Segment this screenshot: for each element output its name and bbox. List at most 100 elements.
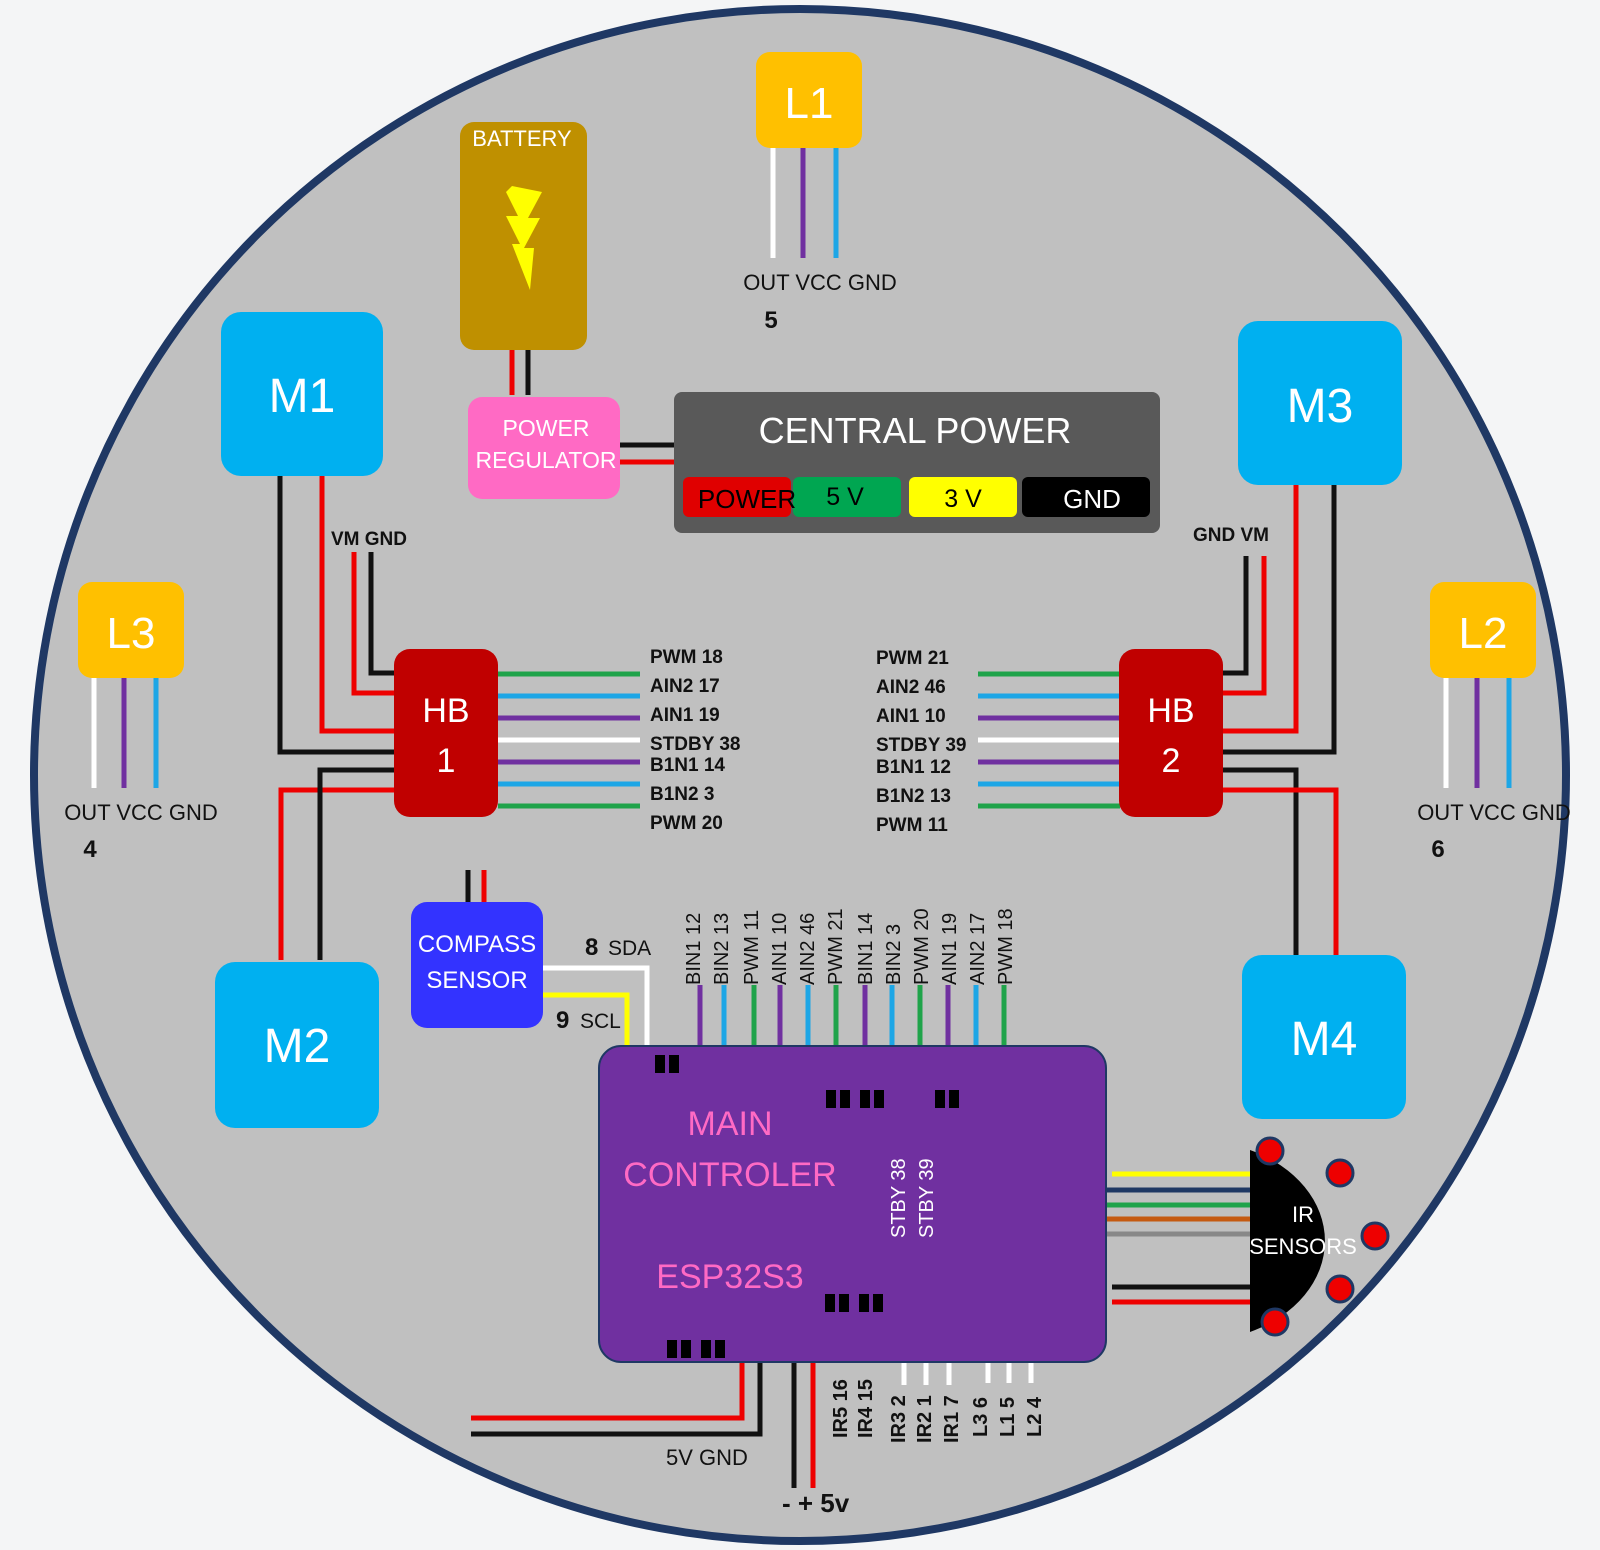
power-regulator-label-1: POWER xyxy=(503,415,590,441)
hbridge-1-pin: PWM 18 xyxy=(650,647,723,668)
ir-sensors: IR SENSORS xyxy=(1249,1136,1390,1337)
hbridge-1-pin: AIN1 19 xyxy=(650,705,720,726)
controller-bottom-pin: L2 4 xyxy=(1024,1396,1046,1437)
line-sensor-l1-label: L1 xyxy=(785,79,834,128)
controller-bottom-pin: IR2 1 xyxy=(914,1395,936,1443)
battery: BATTERY xyxy=(460,122,587,350)
hbridge-1-pin: STDBY 38 xyxy=(650,734,740,755)
main-controller: MAIN CONTROLER ESP32S3 STBY 38 STBY 39 xyxy=(598,1045,1107,1363)
hbridge-1-pin: B1N2 3 xyxy=(650,784,714,805)
controller-top-pin: AIN1 19 xyxy=(939,913,961,985)
rail-gnd-label: GND xyxy=(1063,484,1121,514)
rail-3v xyxy=(909,477,1017,517)
controller-power-left-label: 5V GND xyxy=(666,1445,748,1470)
controller-top-pin: PWM 21 xyxy=(825,908,847,985)
controller-label-1: MAIN xyxy=(688,1105,773,1143)
controller-power-bottom-label: - + 5v xyxy=(782,1488,850,1518)
compass-scl-number: 9 xyxy=(556,1007,569,1034)
line-sensor-l1: L1 OUT VCC GND 5 xyxy=(743,52,897,334)
rail-5v xyxy=(793,477,901,517)
hbridge-2: GND VM HB 2 PWM 21 AIN2 46 AIN1 10 STDBY… xyxy=(876,525,1269,836)
line-sensor-l2-pins: OUT VCC GND xyxy=(1417,800,1571,825)
controller-stby-pin: STBY 38 xyxy=(888,1158,910,1238)
hbridge-2-pin: PWM 11 xyxy=(876,815,948,836)
line-sensor-l3-number: 4 xyxy=(83,836,97,863)
line-sensor-l2: L2 OUT VCC GND 6 xyxy=(1417,582,1571,863)
lightning-icon xyxy=(506,186,542,290)
controller-top-pin: BIN1 12 xyxy=(683,913,705,985)
hbridge-2-power-labels: GND VM xyxy=(1193,525,1269,546)
header-pins xyxy=(655,1055,959,1358)
hbridge-2-label-1: HB xyxy=(1147,692,1194,730)
hbridge-1-label-2: 1 xyxy=(437,742,456,780)
controller-top-pin-labels: BIN1 12 BIN2 13 PWM 11 AIN1 10 AIN2 46 P… xyxy=(683,908,1017,985)
line-sensor-l1-pins: OUT VCC GND xyxy=(743,270,897,295)
compass-sensor: COMPASS SENSOR 8 SDA 9 SCL xyxy=(411,902,651,1034)
controller-top-pin: BIN1 14 xyxy=(855,913,877,985)
rail-5v-label: 5 V xyxy=(826,483,864,511)
compass-label-2: SENSOR xyxy=(426,967,527,994)
rail-power-label: POWER xyxy=(698,484,796,514)
line-sensor-l3-pins: OUT VCC GND xyxy=(64,800,218,825)
rail-gnd xyxy=(1022,477,1150,517)
controller-bottom-pin: L3 6 xyxy=(970,1397,992,1437)
line-sensor-l2-label: L2 xyxy=(1459,609,1508,658)
motor-m2-label: M2 xyxy=(264,1020,331,1073)
controller-bottom-pin: IR3 2 xyxy=(888,1395,910,1443)
controller-label-2: CONTROLER xyxy=(623,1156,836,1194)
ir-label-1: IR xyxy=(1292,1202,1314,1227)
controller-bottom-pin: IR1 7 xyxy=(941,1395,963,1443)
robot-base xyxy=(30,5,1570,1545)
controller-stby-pin: STBY 39 xyxy=(916,1158,938,1238)
compass-label-1: COMPASS xyxy=(418,931,536,958)
line-sensor-l3: L3 OUT VCC GND 4 xyxy=(64,582,218,863)
ir-led xyxy=(1360,1221,1390,1251)
controller-bottom-pin-labels: IR5 16 IR4 15 IR3 2 IR2 1 IR1 7 L3 6 L1 … xyxy=(830,1379,1046,1443)
motor-m1-label: M1 xyxy=(269,370,336,423)
controller-top-pin: AIN2 17 xyxy=(967,913,989,985)
controller-bottom-pin: IR5 16 xyxy=(830,1379,852,1438)
controller-bottom-pin: IR4 15 xyxy=(855,1379,877,1438)
motor-m4: M4 xyxy=(1242,955,1406,1119)
hbridge-1-power-labels: VM GND xyxy=(331,529,407,550)
ir-led xyxy=(1325,1274,1355,1304)
power-regulator-label-2: REGULATOR xyxy=(475,447,616,473)
controller-top-pin: AIN2 46 xyxy=(797,913,819,985)
line-sensor-l2-number: 6 xyxy=(1431,836,1444,863)
controller-top-pin: AIN1 10 xyxy=(769,913,791,985)
controller-top-pin: PWM 18 xyxy=(995,908,1017,985)
hbridge-1: VM GND HB 1 PWM 18 AIN2 17 AIN1 19 STDBY… xyxy=(331,529,740,834)
hbridge-2-pin: AIN2 46 xyxy=(876,677,946,698)
hbridge-2-pin: PWM 21 xyxy=(876,648,949,669)
ir-led xyxy=(1325,1158,1355,1188)
controller-bottom-pin: L1 5 xyxy=(997,1397,1019,1437)
line-sensor-l3-label: L3 xyxy=(107,609,156,658)
controller-top-pin: PWM 20 xyxy=(911,908,933,985)
motor-m3: M3 xyxy=(1238,321,1402,485)
motor-m2: M2 xyxy=(215,962,379,1128)
hbridge-2-label-2: 2 xyxy=(1162,742,1181,780)
rail-power xyxy=(683,477,791,517)
hbridge-1-pin: B1N1 14 xyxy=(650,755,725,776)
ir-led xyxy=(1260,1307,1290,1337)
hbridge-2-pin: B1N2 13 xyxy=(876,786,951,807)
motor-m1: M1 xyxy=(221,312,383,476)
battery-label: BATTERY xyxy=(472,126,572,151)
ir-led xyxy=(1255,1136,1285,1166)
hbridge-1-pin: PWM 20 xyxy=(650,813,723,834)
controller-top-pin: PWM 11 xyxy=(741,910,763,985)
hbridge-1-pin: AIN2 17 xyxy=(650,676,720,697)
controller-top-pin: BIN2 3 xyxy=(883,924,905,985)
power-regulator: POWER REGULATOR xyxy=(468,397,620,499)
hbridge-2-pin: STDBY 39 xyxy=(876,735,966,756)
line-sensor-l1-number: 5 xyxy=(764,307,777,334)
central-power-title: CENTRAL POWER xyxy=(759,410,1072,451)
ir-label-2: SENSORS xyxy=(1249,1234,1357,1259)
central-power: CENTRAL POWER POWER 5 V 3 V GND xyxy=(674,392,1160,533)
hbridge-1-label-1: HB xyxy=(422,692,469,730)
motor-m3-label: M3 xyxy=(1287,380,1354,433)
controller-chip-label: ESP32S3 xyxy=(656,1258,803,1296)
hbridge-2-pin: AIN1 10 xyxy=(876,706,946,727)
